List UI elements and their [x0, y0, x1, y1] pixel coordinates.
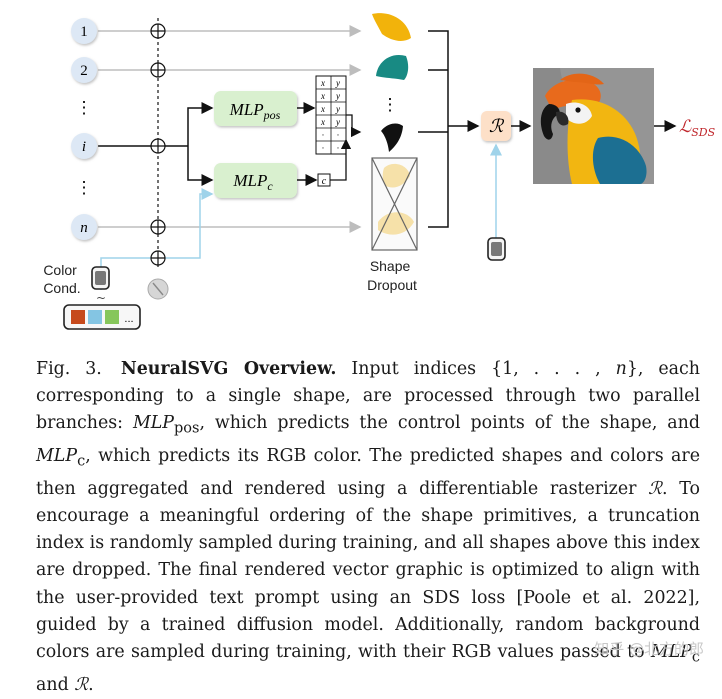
index-node-i: i [71, 133, 97, 159]
color-swatches-box: ... [63, 304, 141, 330]
svg-text:x: x [320, 117, 325, 127]
index-node-n: n [71, 214, 97, 240]
plus-nodes [150, 23, 166, 266]
branch-to-mlp-c [187, 146, 214, 186]
svg-text:·: · [322, 130, 325, 140]
noise-token-icon [147, 278, 169, 300]
branch-to-mlp-pos [187, 102, 214, 146]
neuralsvg-overview-diagram: 1 2 ⋮ i ⋮ n MLPpos MLPc [43, 13, 716, 330]
color-cond-token-icon [91, 266, 110, 290]
mlp-c-block: MLPc [214, 163, 297, 198]
dropped-shapes-box [371, 157, 418, 251]
index-vdots-upper: ⋮ [76, 98, 93, 118]
svg-text:x: x [320, 78, 325, 88]
svg-text:x: x [320, 91, 325, 101]
tilde-connector: ~ [96, 291, 106, 305]
bg-color-token-icon [487, 237, 506, 261]
figure-caption: Fig. 3. NeuralSVG Overview. Input indice… [36, 359, 700, 695]
color-value-cell: c [317, 173, 331, 187]
svg-text:2: 2 [80, 63, 88, 79]
color-cond-label: Color Cond. [43, 262, 80, 296]
svg-text:ℛ: ℛ [489, 116, 505, 137]
index-node-1: 1 [71, 18, 97, 44]
renderer-block: ℛ [481, 111, 511, 141]
mlp-pos-block: MLPpos [214, 91, 297, 126]
teal-shape-2 [376, 54, 409, 80]
svg-text:y: y [335, 91, 340, 101]
black-shape-i [381, 123, 403, 152]
arrow-color-to-shape [330, 138, 352, 181]
arrow-grid-to-shape [346, 114, 362, 138]
caption-title: NeuralSVG Overview. [120, 359, 337, 379]
aggregation-bracket [418, 30, 449, 228]
color-cond-arrow [100, 188, 214, 290]
svg-text:·: · [337, 130, 340, 140]
output-parrot-image [533, 68, 654, 184]
yellow-shape-1 [372, 13, 411, 41]
svg-text:y: y [335, 117, 340, 127]
svg-text:c: c [322, 176, 327, 187]
figure-label: Fig. 3. [36, 359, 102, 379]
svg-text:y: y [335, 78, 340, 88]
svg-text:...: ... [124, 313, 133, 325]
svg-text:1: 1 [80, 24, 88, 40]
shape-vdots: ⋮ [382, 95, 399, 115]
svg-text:·: · [322, 143, 325, 153]
svg-text:·: · [337, 143, 340, 153]
shape-dropout-label: Shape Dropout [367, 258, 417, 293]
index-vdots-lower: ⋮ [76, 178, 93, 198]
svg-text:MLPpos: MLPpos [229, 100, 281, 122]
svg-text:n: n [80, 220, 88, 236]
index-node-2: 2 [71, 57, 97, 83]
svg-text:x: x [320, 104, 325, 114]
svg-text:i: i [82, 139, 86, 155]
sds-loss-label: ℒSDS [679, 117, 716, 139]
watermark: 知乎 @北方的郎 [594, 640, 704, 658]
svg-text:y: y [335, 104, 340, 114]
svg-text:MLPc: MLPc [232, 171, 273, 193]
